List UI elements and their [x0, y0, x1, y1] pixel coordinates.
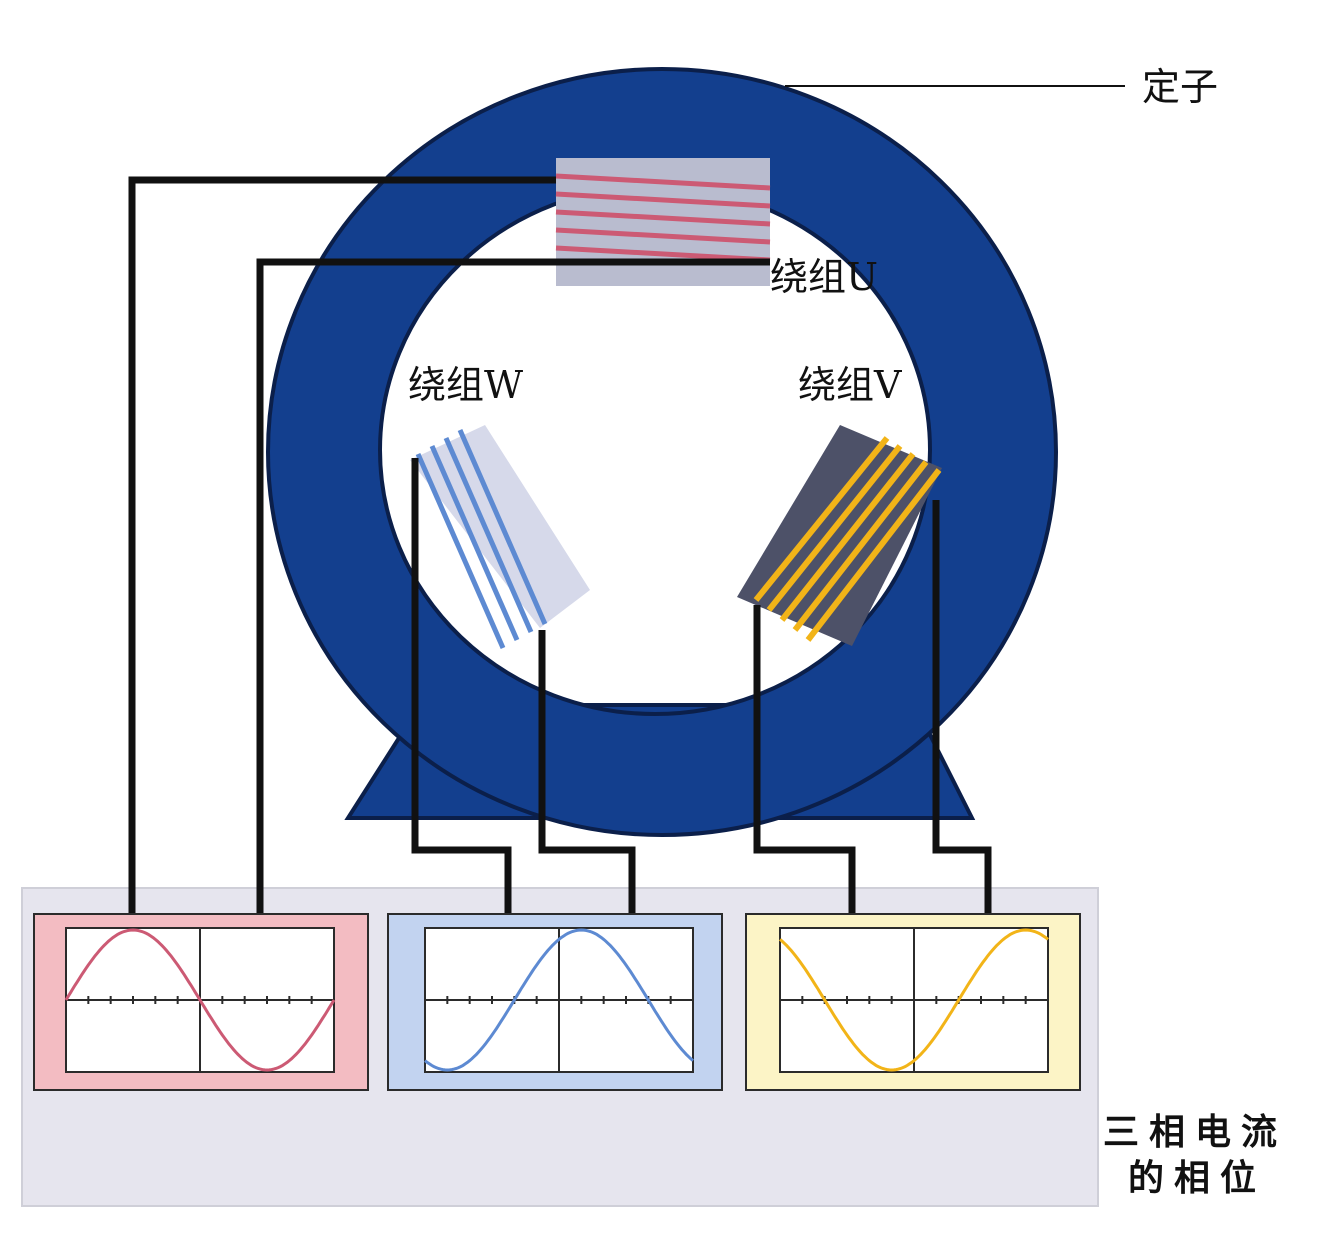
wire-v1 [753, 605, 856, 914]
wires [128, 176, 992, 914]
winding-u-label: 绕组U [770, 255, 878, 299]
coil-w [415, 428, 548, 650]
wire-u2 [256, 258, 770, 914]
waveform-w [424, 928, 694, 1072]
wire-u1 [128, 176, 556, 914]
phase-panel-u [33, 913, 369, 1091]
stator-ring [265, 67, 1059, 837]
phase-panel-w [387, 913, 723, 1091]
waveform-u [64, 928, 336, 1072]
wire-w1 [411, 458, 512, 914]
pole-u [556, 158, 770, 286]
coil-v [753, 436, 942, 642]
winding-v-label: 绕组V [798, 363, 902, 407]
phase-panel-v [745, 913, 1081, 1091]
waveform-v [779, 928, 1049, 1072]
stator [265, 67, 1059, 837]
wire-w2 [538, 630, 636, 914]
wire-v2 [932, 500, 992, 914]
stator-label: 定子 [1142, 65, 1218, 109]
winding-w-label: 绕组W [408, 363, 523, 407]
coil-u [555, 173, 771, 263]
caption-line2: 的相位 [1128, 1158, 1266, 1199]
caption-line1: 三相电流 [1103, 1112, 1287, 1153]
